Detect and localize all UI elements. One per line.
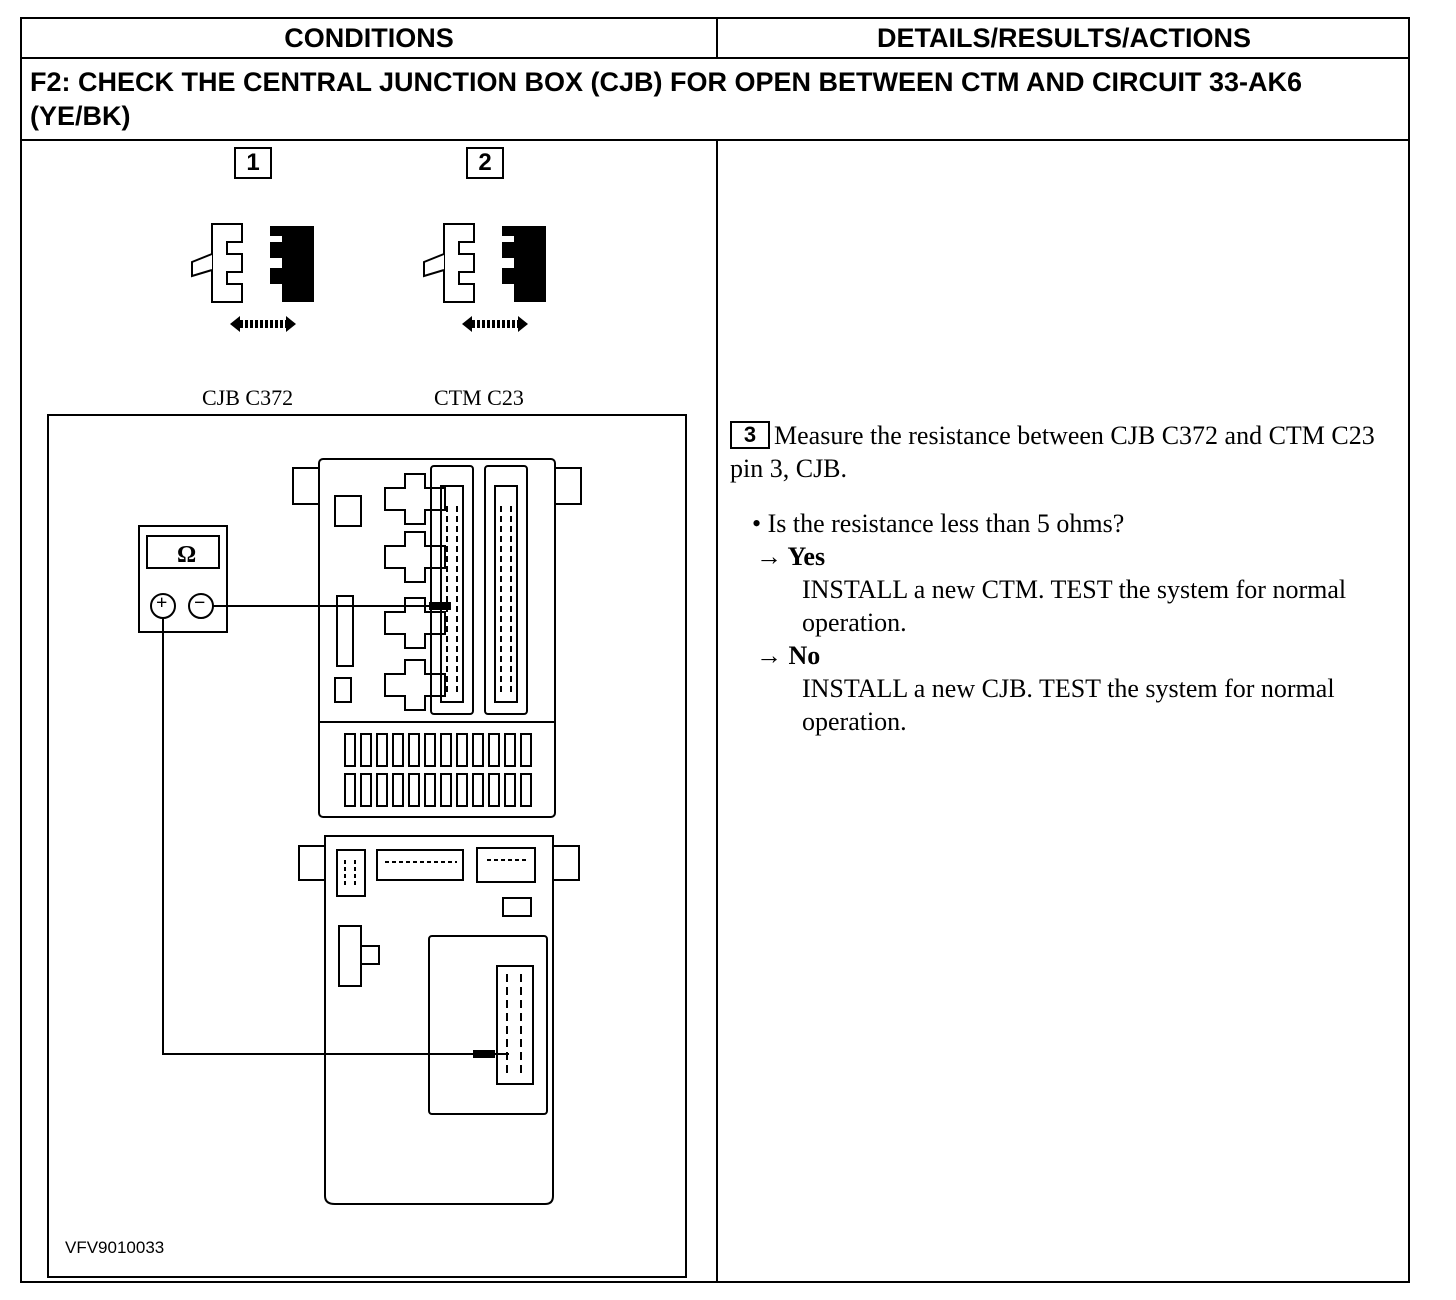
cjb-upper-housing (292, 458, 582, 818)
figure-code: VFV9010033 (65, 1238, 165, 1257)
column-divider (716, 19, 718, 1281)
no-action: INSTALL a new CJB. TEST the system for n… (802, 674, 1335, 736)
connector-pins (446, 506, 512, 696)
minus-terminal-label: − (194, 592, 206, 614)
probe-tip-upper (429, 602, 451, 610)
header-divider (22, 57, 1408, 59)
title-divider (22, 139, 1408, 141)
connector-step-1: 1 (232, 147, 272, 179)
connector-2-drawing (423, 223, 546, 332)
ohmmeter (138, 525, 228, 633)
test-leads (162, 605, 509, 1055)
details-header: DETAILS/RESULTS/ACTIONS (876, 22, 1251, 53)
step-number-box: 3 (730, 421, 770, 449)
step-title: F2: CHECK THE CENTRAL JUNCTION BOX (CJB)… (22, 59, 1408, 139)
cjb-diagram (138, 458, 582, 1205)
connector-step-2: 2 (464, 147, 504, 179)
cjb-measurement-figure: Ω + − VFV9010033 (47, 414, 687, 1278)
plus-terminal-label: + (156, 592, 168, 614)
cjb-lower-housing (298, 835, 580, 1205)
no-label: → No (756, 641, 821, 670)
conditions-header: CONDITIONS (284, 22, 454, 53)
lower-connector-pins (344, 859, 529, 1076)
yes-action: INSTALL a new CTM. TEST the system for n… (802, 575, 1347, 637)
diagnostic-table: CONDITIONS DETAILS/RESULTS/ACTIONS F2: C… (20, 17, 1410, 1283)
connector-1-label: CJB C372 (202, 385, 294, 410)
step-number-box: 1 (234, 147, 272, 179)
fuse-rows (344, 733, 532, 807)
question: • Is the resistance less than 5 ohms? (752, 509, 1125, 538)
connector-2-label: CTM C23 (434, 385, 524, 410)
connector-1-drawing (191, 223, 314, 332)
yes-label: → Yes (756, 542, 826, 571)
instruction-text: Measure the resistance between CJB C372 … (730, 421, 1375, 483)
step-number-box: 2 (466, 147, 504, 179)
ohm-symbol: Ω (177, 542, 197, 568)
disconnect-connectors-illustration (191, 223, 546, 332)
probe-tip-lower (473, 1050, 495, 1058)
